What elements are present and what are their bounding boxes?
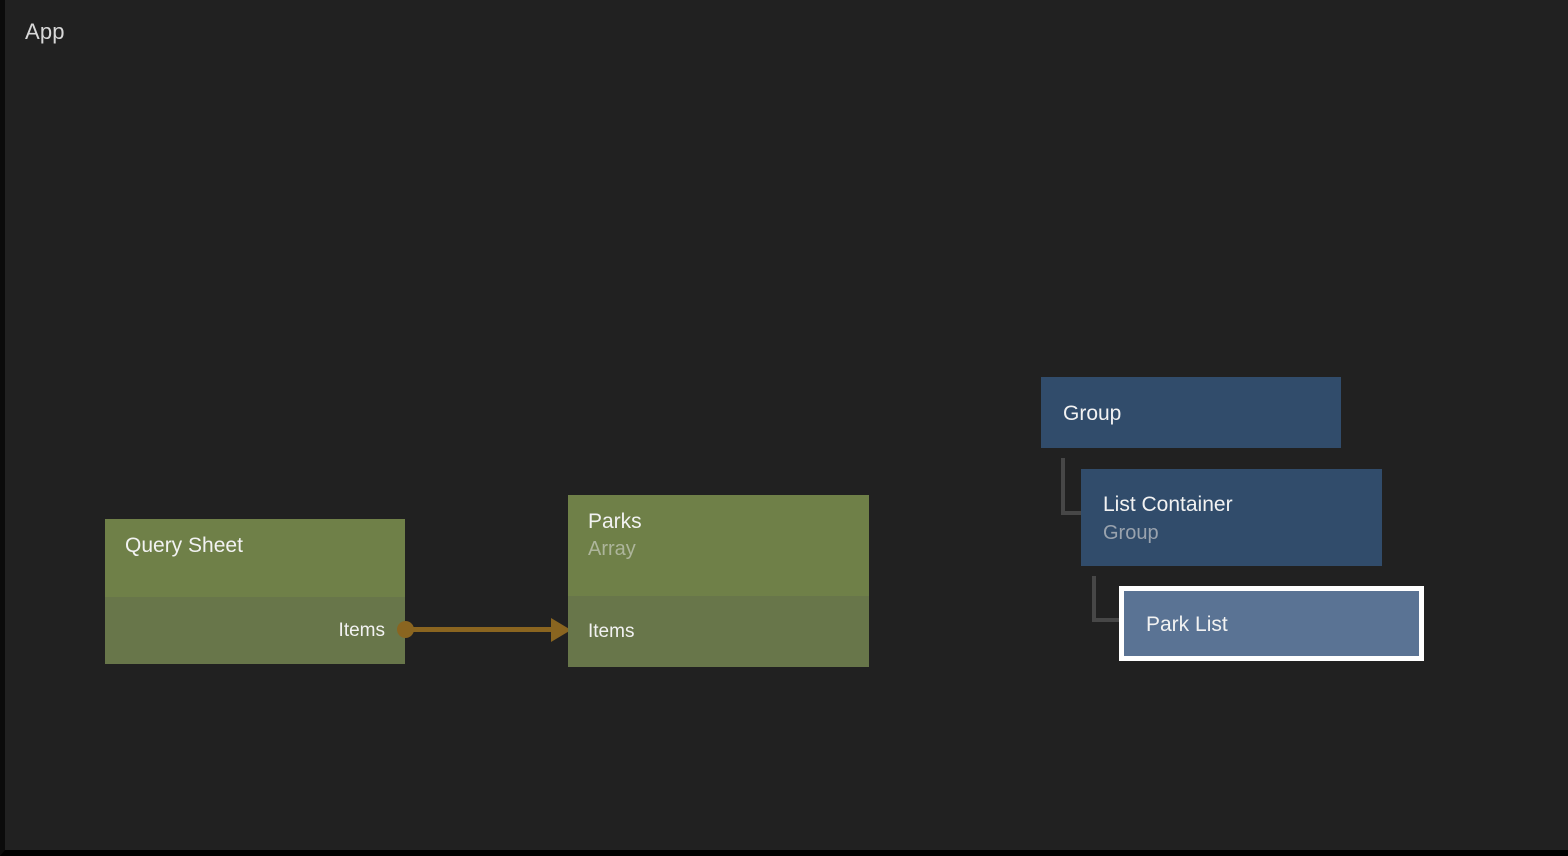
edge-items-line [405,627,560,632]
hierarchy-node-park-list[interactable]: Park List [1119,586,1424,661]
hierarchy-node-title: List Container [1103,492,1233,516]
tree-connector-list-container-to-park-list [1092,576,1119,622]
hierarchy-node-subtitle: Group [1103,521,1159,544]
port-label: Items [588,620,635,642]
tree-connector-group-to-list-container [1061,458,1083,515]
node-port-row-output[interactable]: Items [105,597,405,664]
edge-items-arrowhead [551,618,571,642]
node-header: Query Sheet [105,519,405,597]
hierarchy-node-title: Group [1063,401,1122,425]
hierarchy-node-group[interactable]: Group [1041,377,1341,448]
hierarchy-node-title: Park List [1146,612,1228,636]
node-body: Items [105,597,405,664]
node-header: Parks Array [568,495,869,596]
node-title: Query Sheet [125,534,243,557]
node-title: Parks [588,510,642,533]
node-port-row-input[interactable]: Items [568,596,869,667]
node-body: Items [568,596,869,667]
graph-node-parks[interactable]: Parks Array Items [568,495,869,667]
node-subtitle: Array [588,538,636,560]
hierarchy-node-labels: Group [1063,400,1121,428]
graph-node-query-sheet[interactable]: Query Sheet Items [105,519,405,664]
page-title: App [25,19,65,44]
hierarchy-node-list-container[interactable]: List Container Group [1081,469,1382,566]
port-label: Items [338,619,385,641]
